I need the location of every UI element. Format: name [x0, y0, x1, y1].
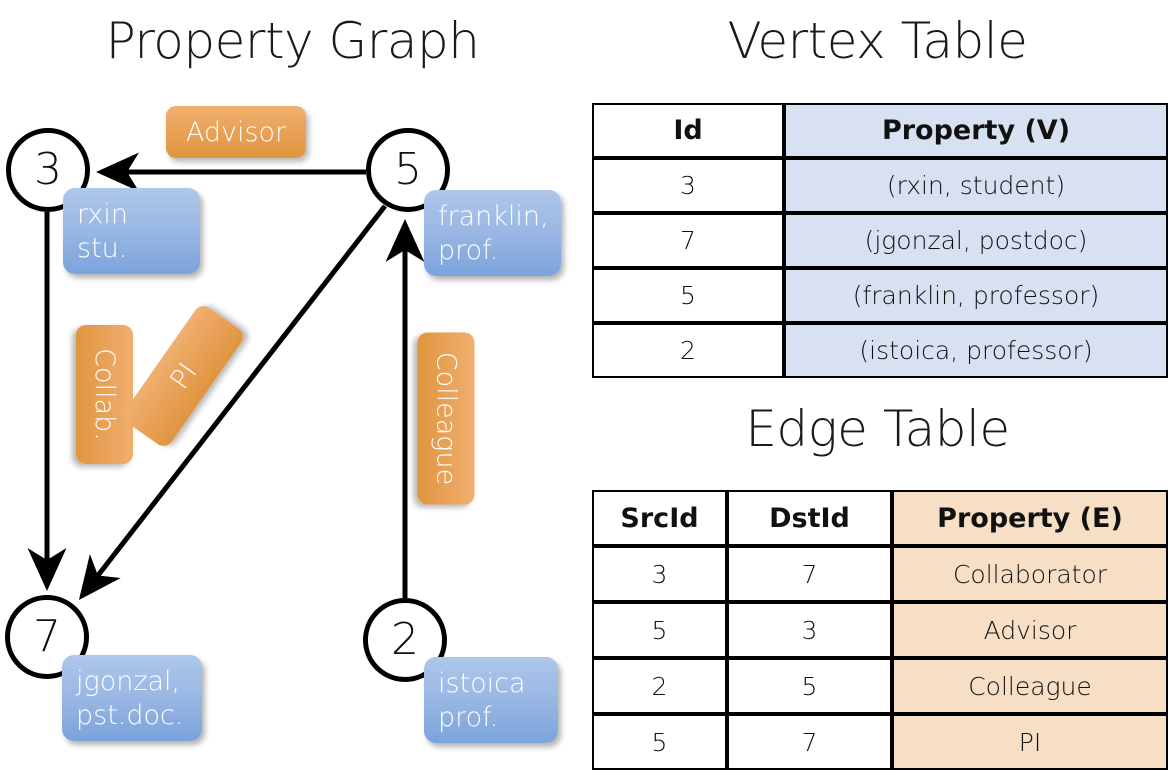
vertex-property-istoica-line1: istoica — [438, 668, 526, 699]
vertex-node-5[interactable]: 5 — [366, 128, 450, 212]
vertex-row-2-property: (franklin, professor) — [784, 268, 1168, 323]
vertex-property-box-jgonzal: jgonzal, pst.doc. — [62, 655, 202, 741]
edge-label-box-advisor: Advisor — [166, 106, 306, 158]
edge-row-2-dst: 5 — [727, 658, 892, 714]
vertex-property-box-franklin: franklin, prof. — [424, 190, 561, 276]
vertex-row-1-id: 7 — [592, 213, 784, 268]
edge-label-box-colleague: Colleague — [417, 332, 475, 505]
vertex-property-rxin-line2: stu. — [77, 232, 128, 264]
table-row: 5 (franklin, professor) — [592, 268, 1168, 323]
edge-label-advisor-text: Advisor — [185, 116, 287, 148]
vertex-row-2-id: 5 — [592, 268, 784, 323]
vertex-node-2[interactable]: 2 — [363, 598, 447, 682]
table-row: 7 (jgonzal, postdoc) — [592, 213, 1168, 268]
edge-row-0-dst: 7 — [727, 546, 892, 602]
edge-row-1-src: 5 — [592, 602, 727, 658]
edge-table-header-dstid: DstId — [727, 490, 892, 546]
vertex-row-0-property: (rxin, student) — [784, 158, 1168, 213]
table-row: 3 (rxin, student) — [592, 158, 1168, 213]
vertex-property-franklin-line1: franklin, — [438, 201, 549, 232]
edge-label-collab-text: Collab. — [89, 348, 120, 441]
vertex-property-jgonzal-line2: pst.doc. — [76, 699, 184, 731]
property-graph-canvas: 3 5 7 2 rxin stu. franklin, prof. jgonza… — [0, 0, 585, 760]
edge-row-2-src: 2 — [592, 658, 727, 714]
vertex-table: Id Property (V) 3 (rxin, student) 7 (jgo… — [592, 103, 1168, 378]
edge-label-box-collab: Collab. — [76, 325, 133, 464]
vertex-row-3-property: (istoica, professor) — [784, 323, 1168, 378]
vertex-node-2-label: 2 — [391, 614, 419, 665]
edge-label-colleague-text: Colleague — [430, 351, 462, 486]
edge-row-0-property: Collaborator — [892, 546, 1168, 602]
edge-5-to-7 — [78, 204, 387, 600]
edge-row-2-property: Colleague — [892, 658, 1168, 714]
page-title-property-graph: Property Graph — [105, 12, 480, 70]
vertex-node-3-label: 3 — [34, 144, 62, 195]
table-row: 3 7 Collaborator — [592, 546, 1168, 602]
edge-row-0-src: 3 — [592, 546, 727, 602]
vertex-row-3-id: 2 — [592, 323, 784, 378]
edge-row-3-property: PI — [892, 714, 1168, 770]
page-title-vertex-table: Vertex Table — [727, 12, 1028, 70]
edge-table-header-property: Property (E) — [892, 490, 1168, 546]
vertex-table-header-row: Id Property (V) — [592, 103, 1168, 158]
table-row: 2 (istoica, professor) — [592, 323, 1168, 378]
vertex-row-0-id: 3 — [592, 158, 784, 213]
vertex-row-1-property: (jgonzal, postdoc) — [784, 213, 1168, 268]
vertex-table-header-property: Property (V) — [784, 103, 1168, 158]
edge-row-1-dst: 3 — [727, 602, 892, 658]
vertex-property-box-istoica: istoica prof. — [424, 657, 558, 743]
edge-table-header-srcid: SrcId — [592, 490, 727, 546]
edge-table: SrcId DstId Property (E) 3 7 Collaborato… — [592, 490, 1168, 770]
vertex-node-7-label: 7 — [33, 611, 61, 662]
vertex-property-box-rxin: rxin stu. — [63, 188, 200, 274]
edge-label-pi-text: PI — [163, 357, 204, 395]
table-row: 2 5 Colleague — [592, 658, 1168, 714]
table-row: 5 3 Advisor — [592, 602, 1168, 658]
vertex-node-5-label: 5 — [394, 144, 422, 195]
vertex-property-franklin-line2: prof. — [438, 234, 499, 266]
edge-row-3-dst: 7 — [727, 714, 892, 770]
vertex-property-rxin-line1: rxin — [77, 199, 128, 230]
vertex-property-jgonzal-line1: jgonzal, — [76, 666, 181, 697]
edge-row-3-src: 5 — [592, 714, 727, 770]
vertex-property-istoica-line2: prof. — [438, 701, 499, 733]
vertex-table-header-id: Id — [592, 103, 784, 158]
edge-row-1-property: Advisor — [892, 602, 1168, 658]
table-row: 5 7 PI — [592, 714, 1168, 770]
page-title-edge-table: Edge Table — [745, 400, 1010, 458]
graph-edges-layer — [27, 152, 425, 600]
edge-table-header-row: SrcId DstId Property (E) — [592, 490, 1168, 546]
